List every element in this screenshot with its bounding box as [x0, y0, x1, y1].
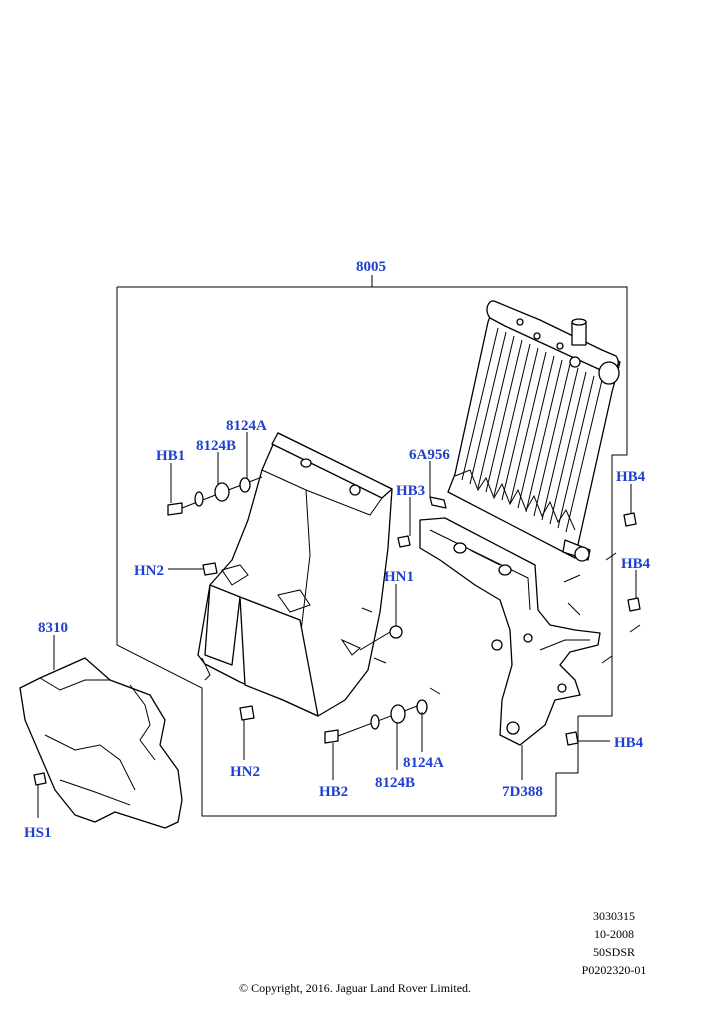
leader-lines: [37, 432, 637, 818]
callout-hn2-bottom: HN2: [230, 764, 260, 780]
callout-hb4-mid: HB4: [621, 556, 651, 572]
fasteners: [33, 476, 641, 786]
callout-hn2-left: HN2: [134, 563, 164, 579]
callout-hb3: HB3: [396, 483, 425, 499]
air-duct-shroud: [197, 432, 393, 717]
left-shroud-8310: [19, 657, 183, 829]
callout-8124a-top: 8124A: [226, 418, 267, 434]
callout-8124b-top: 8124B: [196, 438, 236, 454]
callout-hn1: HN1: [384, 569, 414, 585]
callout-6a956: 6A956: [409, 447, 450, 463]
reference-number: 3030315: [593, 909, 635, 923]
assembly-cues: [361, 552, 641, 695]
callout-hb4-top: HB4: [616, 469, 646, 485]
callout-8124a-bottom: 8124A: [403, 755, 444, 771]
callout-7d388: 7D388: [502, 784, 543, 800]
callout-hb2: HB2: [319, 784, 348, 800]
reference-illustration-id: P0202320-01: [581, 963, 647, 977]
callout-8124b-bottom: 8124B: [375, 775, 415, 791]
callout-labels: 8005 8124A 8124B HB1 6A956 HB3 HB4 HB4 H…: [24, 259, 651, 841]
callout-8005: 8005: [356, 259, 386, 275]
assembly-bracket-8005: [116, 275, 628, 817]
callout-hb4-low: HB4: [614, 735, 644, 751]
mounting-bracket-7d388: [419, 517, 601, 746]
reference-date: 10-2008: [594, 927, 634, 941]
callout-hs1: HS1: [24, 825, 52, 841]
copyright-notice: © Copyright, 2016. Jaguar Land Rover Lim…: [238, 981, 472, 995]
callout-hb1: HB1: [156, 448, 185, 464]
callout-8310: 8310: [38, 620, 68, 636]
reference-code: 50SDSR: [592, 945, 636, 959]
oil-cooler-core: [447, 300, 621, 562]
